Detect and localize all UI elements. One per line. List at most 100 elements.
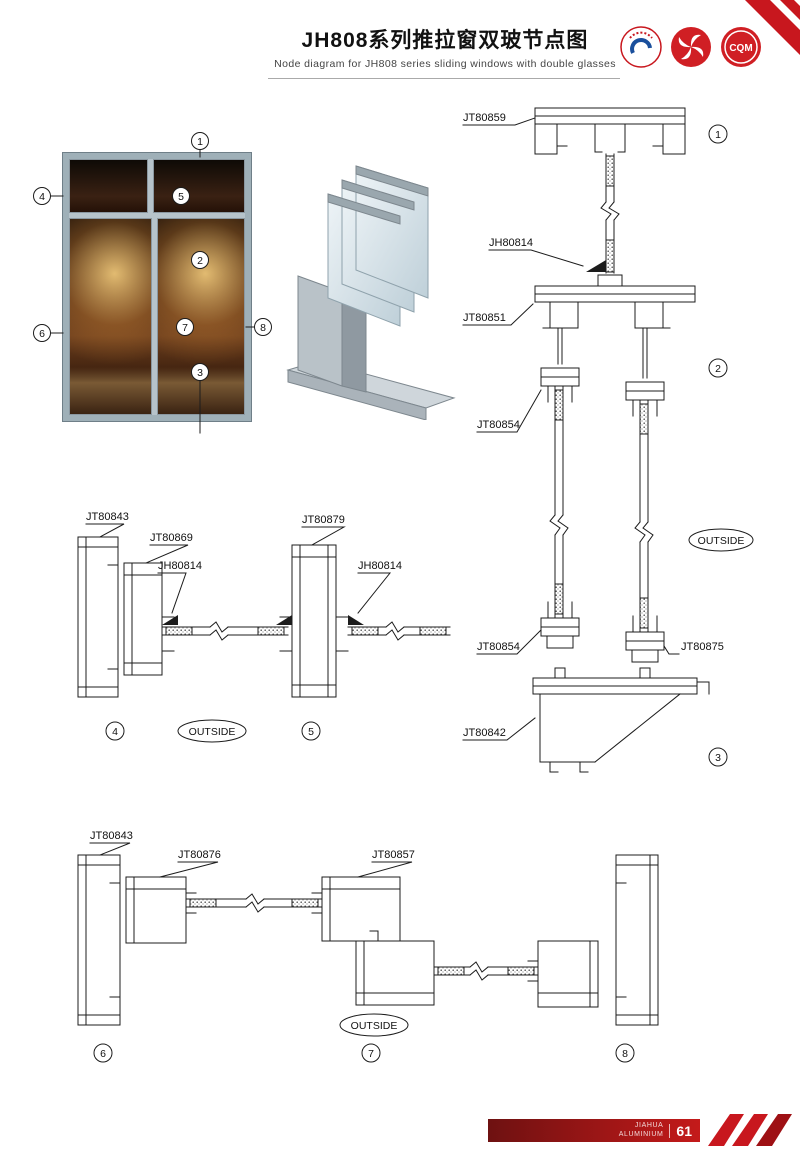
label-jt80854-bottom: JT80854 <box>477 641 520 653</box>
glass-left <box>161 621 289 641</box>
profile-3d-render <box>286 165 456 420</box>
window-transom <box>69 159 245 213</box>
svg-text:OUTSIDE: OUTSIDE <box>351 1020 398 1032</box>
label-jt80876: JT80876 <box>178 849 221 861</box>
svg-text:7: 7 <box>182 322 188 334</box>
window-sashes <box>69 218 245 415</box>
section-callout-2: 2 <box>708 358 728 378</box>
callout-7: 7 <box>176 318 194 336</box>
svg-text:2: 2 <box>715 363 721 375</box>
profile-jamb <box>77 536 119 698</box>
outside-label: OUTSIDE <box>688 528 754 552</box>
footer-arrows-icon <box>708 1114 792 1146</box>
svg-text:1: 1 <box>715 129 721 141</box>
label-jt80842: JT80842 <box>463 727 506 739</box>
transom-pane-left <box>69 159 149 213</box>
profile-sash-bottom-left <box>540 601 580 649</box>
mid-horizontal-section-diagram: JT80843 JT80869 JH80814 JT80879 JH80814 … <box>77 511 451 743</box>
callout-6: 6 <box>33 324 51 342</box>
footer-brand-line2: ALUMINIUM <box>618 1130 664 1138</box>
callout-4: 4 <box>33 187 51 205</box>
profile-jamb-right <box>615 854 659 1026</box>
glass-upper-run <box>185 893 323 913</box>
profile-sill <box>532 667 710 773</box>
profile-meeting-assembly <box>311 876 435 1006</box>
glass-right <box>347 621 451 641</box>
profile-sash-top-left <box>540 367 580 403</box>
footer-brand-line1: JIAHUA <box>634 1122 664 1130</box>
glass-sash-left <box>549 385 569 619</box>
label-jh80814-right: JH80814 <box>358 560 402 572</box>
page-subtitle: Node diagram for JH808 series sliding wi… <box>274 58 616 70</box>
callout-8: 8 <box>254 318 272 336</box>
section-callout-3: 3 <box>708 747 728 767</box>
callout-1: 1 <box>191 132 209 150</box>
outside-label: OUTSIDE <box>339 1013 409 1037</box>
certification-logo-2-icon <box>670 26 712 68</box>
section-callout-6: 6 <box>93 1043 113 1063</box>
label-jt80879: JT80879 <box>302 514 345 526</box>
hook-wedge <box>348 615 364 625</box>
corner-stripes <box>745 0 800 55</box>
profile-sash-stile <box>123 562 175 676</box>
window-frame <box>69 159 245 415</box>
callout-5: 5 <box>172 187 190 205</box>
section-callout-4: 4 <box>105 721 125 741</box>
label-jh80814-left: JH80814 <box>158 560 202 572</box>
section-callout-5: 5 <box>301 721 321 741</box>
section-callout-8: 8 <box>615 1043 635 1063</box>
svg-text:3: 3 <box>197 367 203 379</box>
page-header: JH808系列推拉窗双玻节点图 Node diagram for JH808 s… <box>250 24 640 70</box>
hook-wedge <box>276 615 292 625</box>
section-callout-7: 7 <box>361 1043 381 1063</box>
svg-text:2: 2 <box>197 255 203 267</box>
bottom-horizontal-section-diagram: JT80843 JT80876 JT80857 OUTSIDE 6 7 8 <box>77 830 659 1063</box>
outside-label: OUTSIDE <box>177 719 247 743</box>
svg-text:1: 1 <box>197 136 203 148</box>
svg-text:6: 6 <box>39 328 45 340</box>
label-jt80875: JT80875 <box>681 641 724 653</box>
profile-sash-top-right <box>625 381 665 417</box>
label-jt80843: JT80843 <box>90 830 133 842</box>
overview-callouts: 1 2 3 4 5 6 7 8 <box>33 132 272 434</box>
svg-text:6: 6 <box>100 1048 106 1060</box>
svg-text:5: 5 <box>178 191 184 203</box>
page-number: 61 <box>676 1122 692 1139</box>
profile-sash-stile-right <box>527 940 599 1008</box>
label-jt80851: JT80851 <box>463 312 506 324</box>
footer-bar: JIAHUA ALUMINIUM 61 <box>488 1119 700 1142</box>
footer-divider <box>669 1123 671 1138</box>
profile-jamb-left <box>77 854 121 1026</box>
cqm-logo-text: CQM <box>729 43 752 54</box>
profile-sash-stile-left <box>125 876 197 944</box>
page-title: JH808系列推拉窗双玻节点图 <box>301 29 589 52</box>
profile-roller-rail <box>625 615 665 663</box>
glass-upper <box>600 153 620 274</box>
svg-text:5: 5 <box>308 726 314 738</box>
vertical-section-diagram: JT80859 JH80814 JT80851 JT80854 JT80854 … <box>462 107 754 773</box>
svg-text:3: 3 <box>715 752 721 764</box>
section-callout-1: 1 <box>708 124 728 144</box>
svg-text:OUTSIDE: OUTSIDE <box>189 726 236 738</box>
header-divider <box>268 78 620 79</box>
glass-lower-run <box>433 961 539 981</box>
callout-2: 2 <box>191 251 209 269</box>
sash-pane-left <box>69 218 152 415</box>
svg-text:7: 7 <box>368 1048 374 1060</box>
label-jt80857: JT80857 <box>372 849 415 861</box>
svg-text:8: 8 <box>622 1048 628 1060</box>
label-jt80869: JT80869 <box>150 532 193 544</box>
label-jt80854-top: JT80854 <box>477 419 520 431</box>
hook-wedge <box>586 260 606 272</box>
certification-logo-1-icon <box>620 26 662 68</box>
label-jh80814: JH80814 <box>489 237 533 249</box>
svg-text:OUTSIDE: OUTSIDE <box>698 535 745 547</box>
hook-wedge <box>162 615 178 625</box>
svg-text:4: 4 <box>112 726 118 738</box>
profile-top-frame <box>534 107 686 155</box>
profile-transom <box>534 274 696 379</box>
svg-text:8: 8 <box>260 322 266 334</box>
window-photo <box>62 152 252 422</box>
label-jt80843: JT80843 <box>86 511 129 523</box>
